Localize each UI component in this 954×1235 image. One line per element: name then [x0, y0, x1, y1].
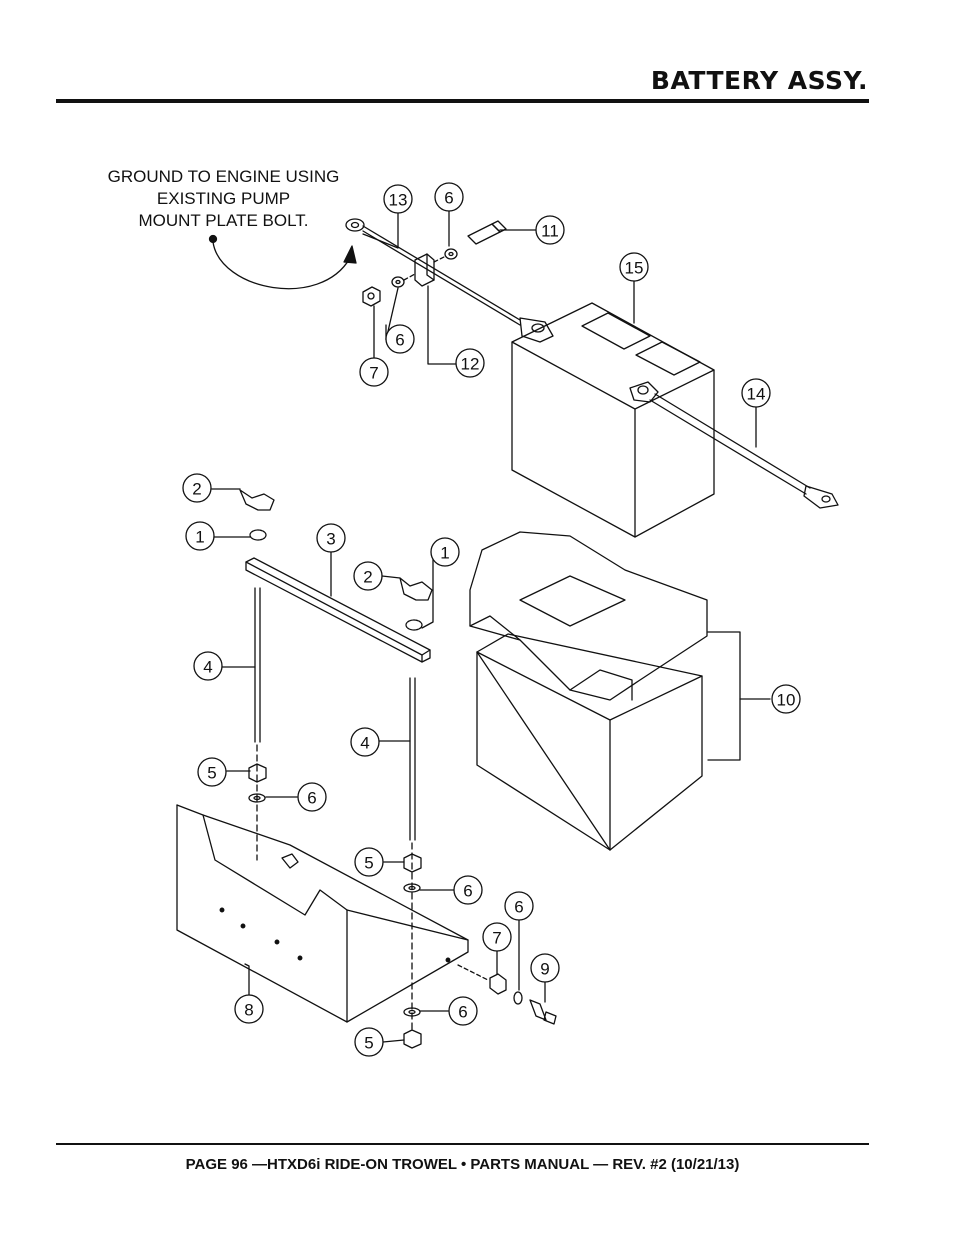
ground-cable: [345, 218, 554, 343]
cable-clamp: [362, 220, 507, 307]
battery-box-bracket: [707, 631, 741, 761]
wing-nuts: [239, 489, 433, 631]
note-line: MOUNT PLATE BOLT.: [138, 211, 309, 230]
callout-label: 8: [244, 1001, 253, 1020]
note-line: EXISTING PUMP: [156, 189, 291, 208]
callout-label: 11: [541, 222, 559, 241]
nuts-and-washers: [248, 763, 422, 1049]
callout-label: 14: [747, 385, 766, 404]
callout-label: 7: [492, 929, 501, 948]
callout-label: 6: [514, 898, 523, 917]
callout-label: 5: [207, 764, 216, 783]
callout-label: 2: [363, 568, 372, 587]
callout-label: 1: [195, 528, 204, 547]
threaded-rods: [254, 587, 416, 1031]
battery-tray: [176, 804, 469, 1023]
ground-note: GROUND TO ENGINE USING EXISTING PUMP MOU…: [86, 166, 361, 232]
callout-label: 1: [440, 544, 449, 563]
callout-label: 3: [326, 530, 335, 549]
battery-box: [469, 531, 708, 851]
footer-rule: [56, 1143, 869, 1145]
battery: [511, 302, 715, 538]
callout-label: 7: [369, 364, 378, 383]
leader-lines: [211, 209, 757, 1043]
hold-down-bar: [245, 557, 431, 663]
callout-label: 6: [395, 331, 404, 350]
callout-label: 6: [444, 189, 453, 208]
ground-arrow: [208, 234, 357, 290]
callout-label: 10: [777, 691, 796, 710]
header-rule: [56, 99, 869, 103]
callout-label: 2: [192, 480, 201, 499]
callout-label: 5: [364, 854, 373, 873]
page-title: BATTERY ASSY.: [650, 66, 868, 95]
callout-label: 4: [203, 658, 212, 677]
page-footer: PAGE 96 —HTXD6i RIDE-ON TROWEL • PARTS M…: [185, 1156, 740, 1173]
callout-circles: [182, 182, 801, 1057]
callout-label: 13: [389, 191, 408, 210]
callout-label: 4: [360, 734, 369, 753]
callout-label: 15: [625, 259, 644, 278]
callout-label: 6: [463, 882, 472, 901]
positive-cable: [629, 381, 839, 509]
callout-label: 6: [458, 1003, 467, 1022]
callout-label: 9: [540, 960, 549, 979]
callout-label: 5: [364, 1034, 373, 1053]
callout-numbers: 13 6 11 15 6 7 12 14 2 1 3 1 2 4 10 4 5 …: [192, 189, 795, 1053]
note-line: GROUND TO ENGINE USING: [107, 167, 340, 186]
side-fasteners: [457, 964, 557, 1025]
callout-label: 12: [461, 355, 480, 374]
callout-label: 6: [307, 789, 316, 808]
